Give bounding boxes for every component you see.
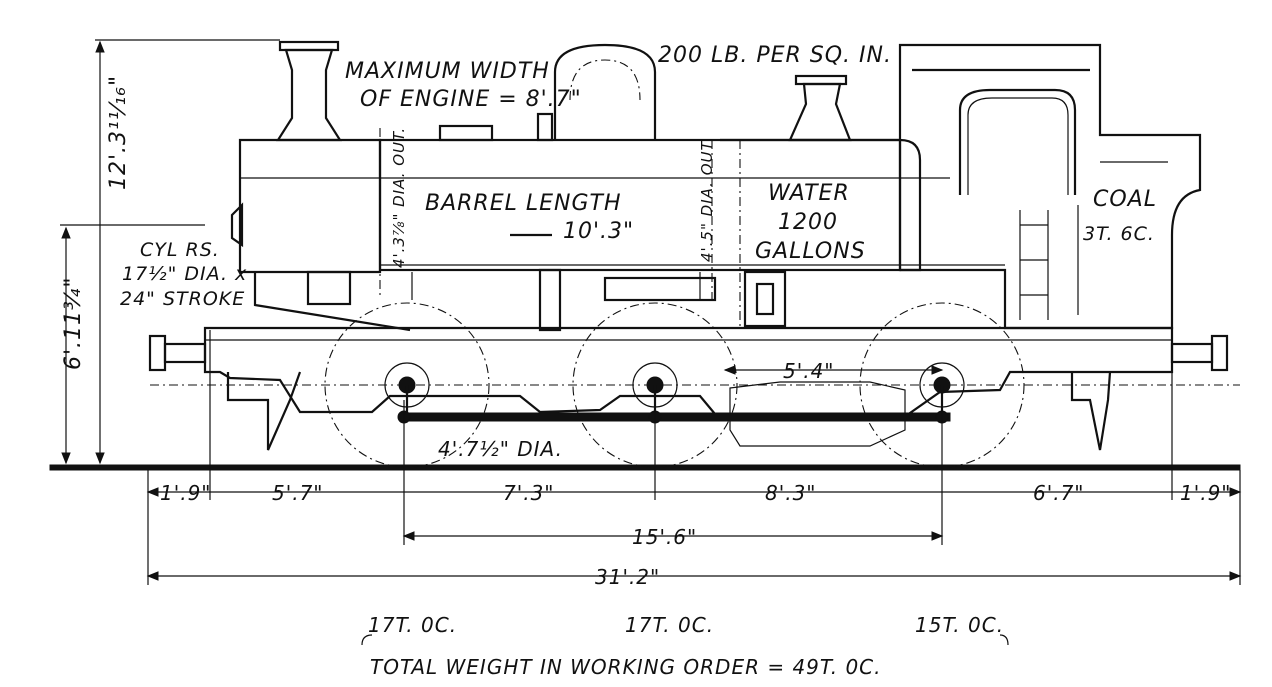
- buffer-height-label: 6'.11¾": [61, 277, 86, 370]
- weight-driving-axle: 17T. 0C.: [625, 613, 714, 637]
- rear-wheelbase-label: 5'.4": [783, 359, 835, 383]
- max-width-label-line1: MAXIMUM WIDTH: [345, 59, 550, 84]
- max-width-label-line2: OF ENGINE = 8'.7": [360, 87, 582, 112]
- rail-line: [49, 464, 1241, 471]
- pressure-label: 200 LB. PER SQ. IN.: [658, 43, 892, 68]
- weight-brace: [361, 634, 1009, 646]
- coupling-rod: [397, 385, 951, 424]
- dim-total-wheelbase: 15'.6": [632, 525, 697, 549]
- dim-trailing-to-rear: 6'.7": [1033, 481, 1085, 505]
- boiler-diameter-front: 4'.3⅞" DIA. OUT.: [390, 127, 408, 268]
- smokebox: [230, 138, 411, 332]
- dim-front-to-leading: 5'.7": [272, 481, 324, 505]
- dim-overall-length: 31'.2": [595, 565, 660, 589]
- length-dimensions: [146, 330, 1242, 585]
- cylinder-label-line3: 24" STROKE: [120, 288, 245, 310]
- total-height-label: 12'.3¹¹⁄₁₆": [106, 75, 131, 190]
- cab: [898, 43, 1202, 330]
- barrel-label-line2: 10'.3": [563, 219, 634, 244]
- dim-rear-overhang: 1'.9": [1180, 481, 1232, 505]
- rear-buffer: [1170, 334, 1229, 372]
- front-buffer: [148, 334, 207, 372]
- total-weight-label: TOTAL WEIGHT IN WORKING ORDER = 49T. 0C.: [370, 655, 882, 679]
- cylinder-label-line2: 17½" DIA. x: [122, 263, 247, 285]
- wheel-diameter-label: 4'.7½" DIA.: [438, 437, 563, 461]
- dome: [438, 43, 657, 142]
- water-label-line3: GALLONS: [755, 239, 866, 264]
- boiler-diameter-rear: 4'.5" DIA. OUT.: [698, 136, 716, 262]
- water-label-line1: WATER: [768, 181, 850, 206]
- height-dimension: [60, 39, 280, 465]
- dim-leading-to-driving: 7'.3": [503, 481, 555, 505]
- cylinder-label-line1: CYL RS.: [140, 239, 220, 261]
- weight-trailing-axle: 15T. 0C.: [915, 613, 1004, 637]
- frame: [203, 326, 1174, 451]
- dim-front-overhang: 1'.9": [160, 481, 212, 505]
- chimney: [275, 40, 343, 142]
- coal-label-line1: COAL: [1093, 187, 1157, 212]
- safety-valve: [788, 74, 852, 142]
- dim-driving-to-trailing: 8'.3": [765, 481, 817, 505]
- coal-label-line2: 3T. 6C.: [1083, 223, 1155, 245]
- weight-leading-axle: 17T. 0C.: [368, 613, 457, 637]
- barrel-label-line1: BARREL LENGTH: [425, 191, 622, 216]
- water-label-line2: 1200: [778, 210, 838, 235]
